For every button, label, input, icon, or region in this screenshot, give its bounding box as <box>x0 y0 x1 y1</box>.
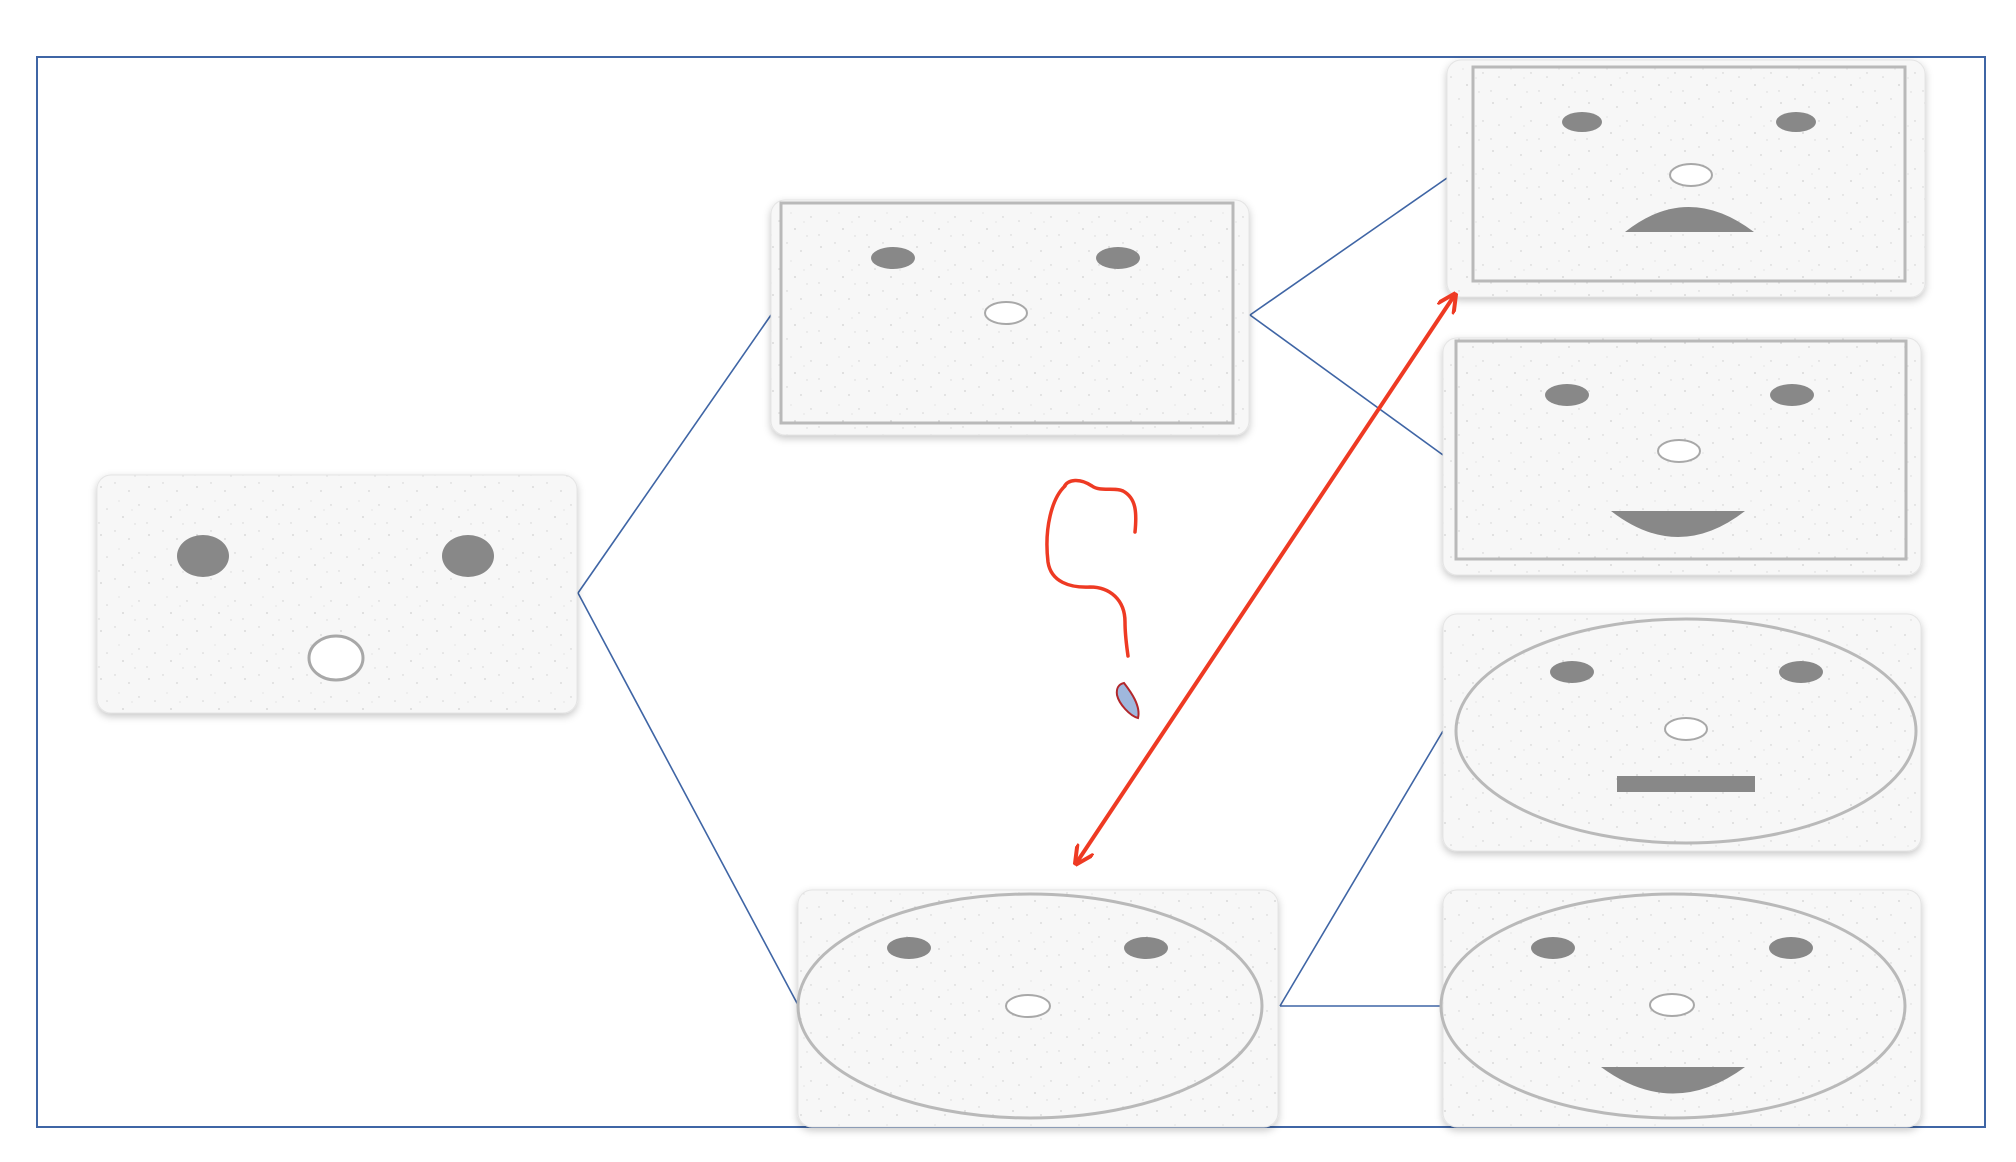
left-eye <box>887 937 931 959</box>
node-round-happy <box>1439 889 1922 1128</box>
face-outline <box>1439 892 1907 1120</box>
edge-root-square-face <box>577 314 772 594</box>
question-mark-dot <box>1115 681 1140 720</box>
left-eye <box>871 247 915 269</box>
right-eye <box>1776 112 1816 132</box>
right-eye <box>1769 937 1813 959</box>
face-outline <box>1471 65 1907 283</box>
left-eye <box>1531 937 1575 959</box>
comparison-double-arrow <box>1077 296 1454 862</box>
mouth-flat <box>1617 776 1755 792</box>
card-background <box>96 474 578 714</box>
node-square-face <box>770 199 1250 436</box>
nose <box>1669 163 1713 187</box>
node-round-face <box>796 889 1279 1128</box>
right-eye <box>1770 384 1814 406</box>
nose <box>1649 993 1695 1017</box>
right-eye <box>1779 661 1823 683</box>
nose <box>984 301 1028 325</box>
mouth-frown <box>1625 207 1754 232</box>
handwritten-question-mark <box>1045 478 1140 720</box>
node-square-sad <box>1446 59 1926 298</box>
mouth-smile <box>1601 1067 1745 1094</box>
face-outline <box>796 892 1264 1120</box>
right-eye <box>1124 937 1168 959</box>
nose <box>1005 994 1051 1018</box>
right-eye <box>442 535 494 577</box>
node-round-neutral <box>1442 613 1922 852</box>
edge-round-face-round-neutral <box>1279 730 1444 1007</box>
node-square-happy <box>1442 337 1922 576</box>
mouth-smile <box>1611 511 1745 537</box>
edge-root-round-face <box>577 592 799 1006</box>
left-eye <box>1550 661 1594 683</box>
edge-square-face-square-happy <box>1249 314 1444 456</box>
left-eye <box>177 535 229 577</box>
left-eye <box>1545 384 1589 406</box>
nose <box>1664 717 1708 741</box>
nose <box>307 634 365 682</box>
node-root <box>96 474 578 714</box>
question-mark-stroke <box>1045 478 1138 658</box>
edge-square-face-square-sad <box>1249 177 1448 316</box>
left-eye <box>1562 112 1602 132</box>
right-eye <box>1096 247 1140 269</box>
nose <box>1657 439 1701 463</box>
